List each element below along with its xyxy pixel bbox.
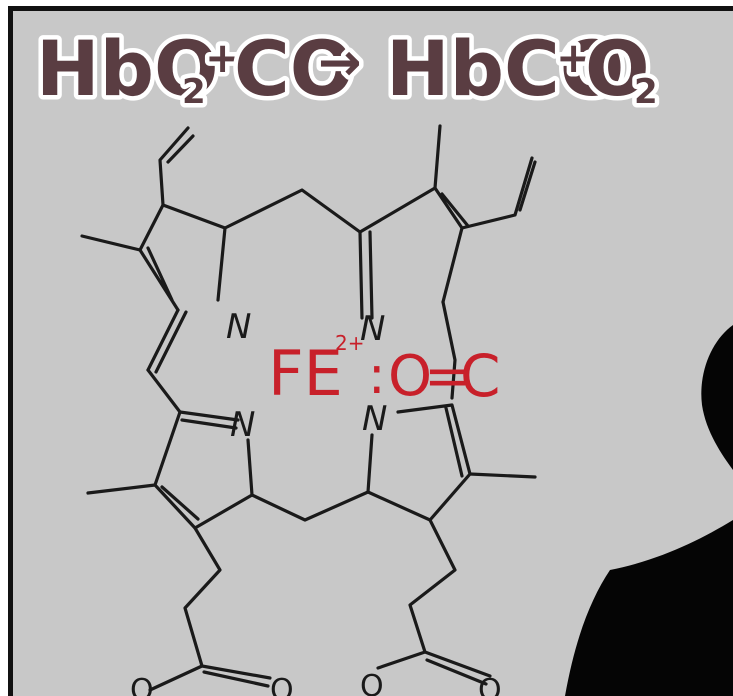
bottom-bridge: [250, 490, 370, 522]
top-bridge: [223, 188, 362, 234]
molecule-bonds: [80, 124, 537, 692]
nitrogen-labels: N N N N: [226, 307, 387, 445]
oxygen-right-2: O: [478, 673, 502, 696]
right-connector: [441, 300, 457, 400]
nitrogen-top-right: N: [360, 309, 385, 349]
left-meso: [146, 308, 188, 374]
lone-pair: :: [368, 346, 386, 406]
reactant-oxyhemoglobin-subscript: 2: [182, 72, 206, 112]
nitrogen-top-left: N: [226, 307, 251, 347]
oxygen-symbol: O: [388, 344, 432, 409]
iron-carbon-monoxide-label: FE 2+ : O = C: [268, 331, 501, 410]
methyl-top-right: [433, 124, 442, 190]
oxygen-right-1: O: [360, 669, 384, 696]
nitrogen-bottom-left: N: [230, 405, 255, 445]
double-bond-symbol: =: [424, 344, 471, 409]
top-left-ring: [138, 203, 227, 312]
reactant-carbon-monoxide: CO: [234, 24, 354, 113]
reactant-oxyhemoglobin: HbO: [36, 24, 219, 113]
reaction-arrow: →: [318, 33, 362, 93]
propionate-left: [148, 526, 272, 692]
product-carboxyhemoglobin: HbCO: [386, 24, 624, 113]
methyl-bottom-right: [468, 472, 537, 479]
bottom-left-imine: [178, 410, 240, 430]
carbon-symbol: C: [460, 342, 501, 410]
top-right-ring: [358, 186, 470, 304]
nitrogen-bottom-right: N: [362, 399, 387, 439]
iron-symbol: FE: [268, 337, 343, 410]
plus-sign-left: +: [205, 33, 240, 82]
plus-sign-right: +: [556, 33, 591, 82]
iron-charge: 2+: [335, 331, 364, 355]
methyl-left: [80, 234, 142, 252]
vinyl-right: [460, 156, 537, 230]
product-oxygen-subscript: 2: [634, 72, 658, 112]
methyl-bottom-left: [86, 483, 157, 495]
left-meso-link: [146, 368, 182, 414]
product-oxygen: O: [585, 24, 650, 113]
silhouette-shoulder: [565, 520, 733, 696]
equation-text: HbO 2 + CO → HbCO + O 2: [32, 20, 663, 118]
oxygen-left-1: O: [130, 673, 154, 696]
carboxyl-oxygens: O O O O: [130, 669, 502, 696]
silhouette-head: [701, 325, 733, 470]
propionate-right: [376, 518, 492, 686]
oxygen-left-2: O: [270, 673, 294, 696]
top-right-double-bond: [358, 230, 374, 320]
vinyl-left: [158, 126, 195, 207]
equation-title: HbO 2 + CO → HbCO + O 2: [32, 20, 663, 118]
